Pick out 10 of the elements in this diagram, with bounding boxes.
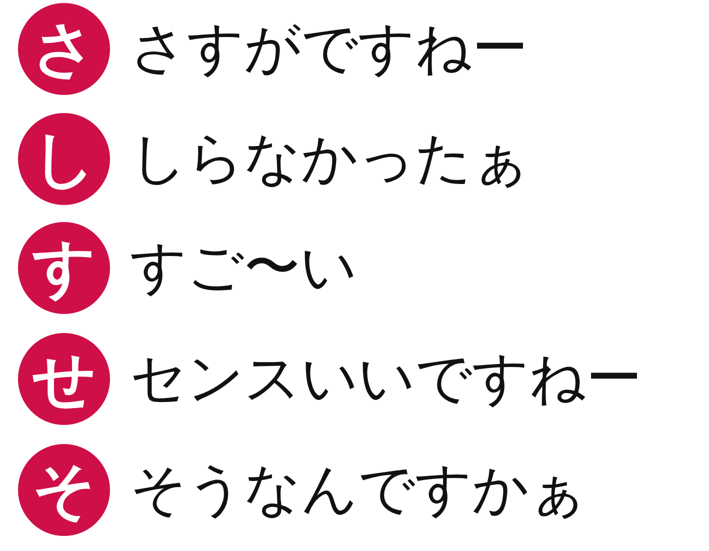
kana-circle: す (18, 222, 110, 314)
kana-circle: さ (18, 3, 110, 95)
kana-circle: し (18, 113, 110, 205)
phrase-text: しらなかったぁ (130, 127, 529, 191)
kana-circle: そ (18, 444, 110, 536)
phrase-text: センスいいですねー (130, 347, 642, 411)
phrase-text: すご〜い (130, 236, 357, 300)
kana-circle: せ (18, 333, 110, 425)
phrase-text: さすがですねー (130, 17, 528, 81)
phrase-text: そうなんですかぁ (130, 458, 586, 522)
